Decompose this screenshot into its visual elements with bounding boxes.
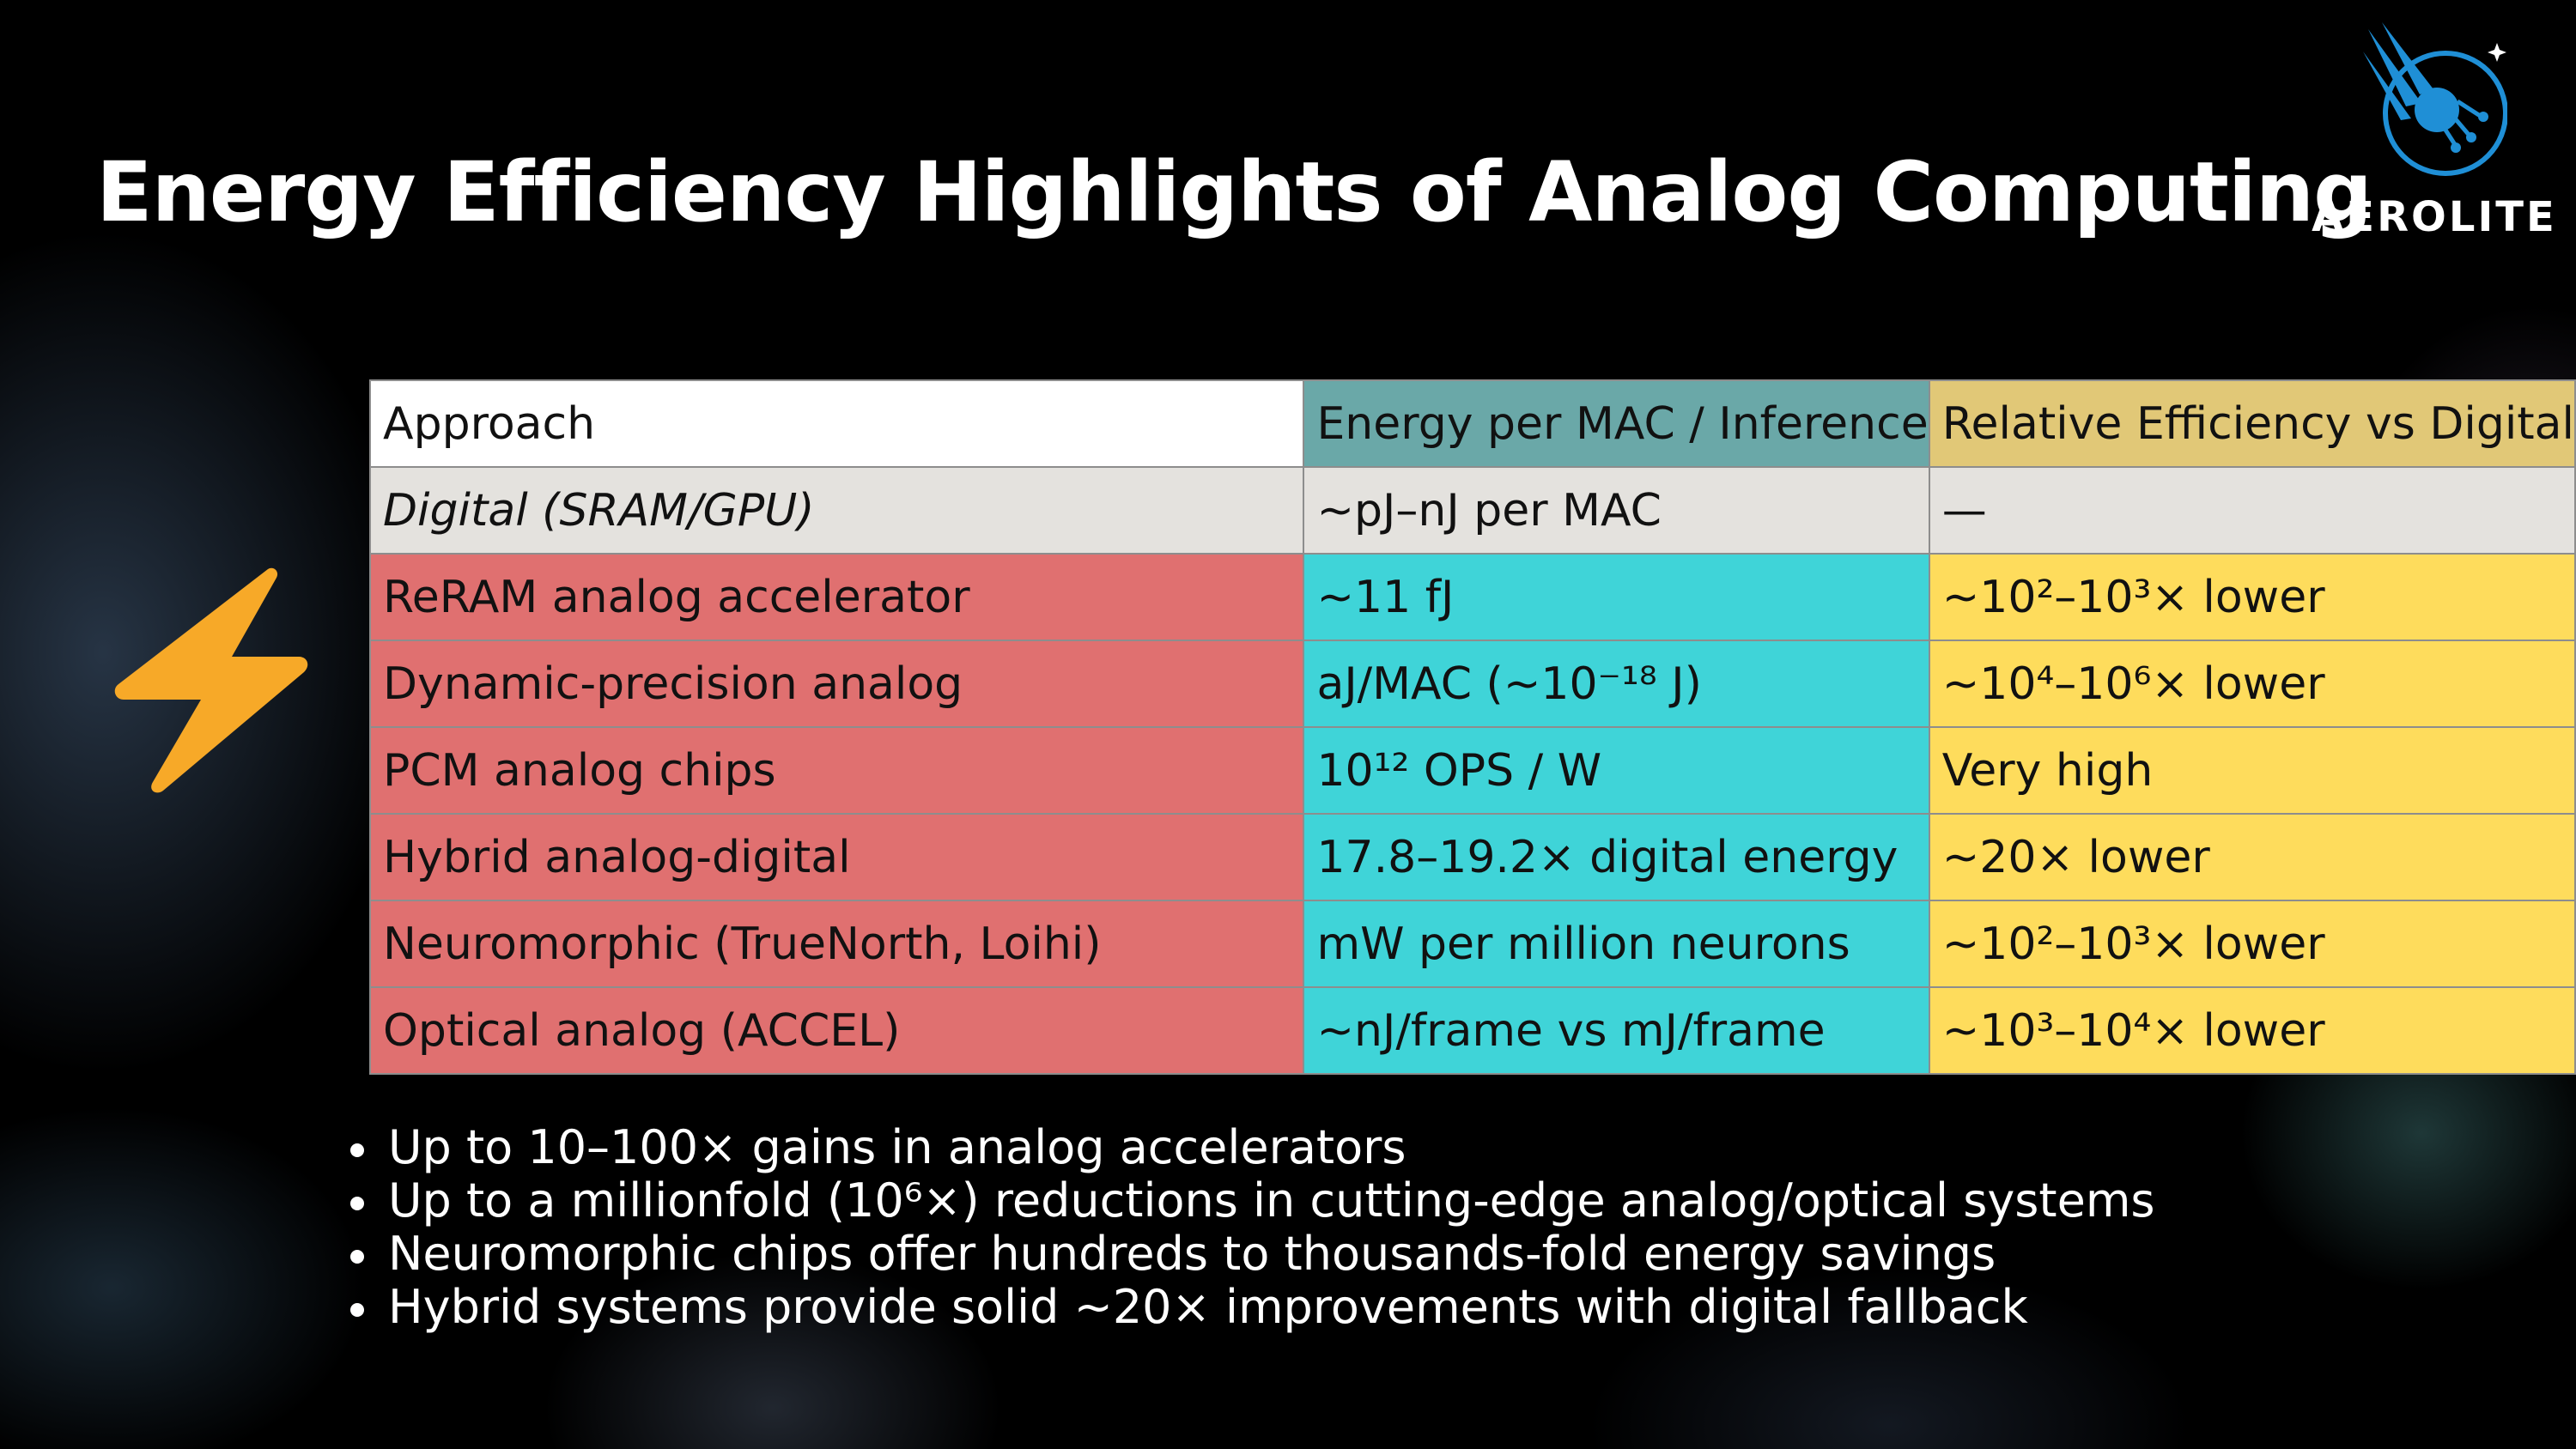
table-row: ReRAM analog accelerator~11 fJ~10²–10³× … <box>368 553 2576 641</box>
table-cell: ~20× lower <box>1928 813 2576 901</box>
table-cell: Dynamic-precision analog <box>368 640 1305 728</box>
table-cell: 17.8–19.2× digital energy <box>1303 813 1930 901</box>
table-cell: ~10²–10³× lower <box>1928 900 2576 988</box>
table-row: Digital (SRAM/GPU)~pJ–nJ per MAC— <box>368 466 2576 555</box>
bullet-list: Up to 10–100× gains in analog accelerato… <box>343 1121 2155 1334</box>
slide-title: Energy Efficiency Highlights of Analog C… <box>96 144 2372 240</box>
table-cell: Hybrid analog-digital <box>368 813 1305 901</box>
table-cell: ~10²–10³× lower <box>1928 553 2576 641</box>
table-header-cell: Energy per MAC / Inference <box>1303 379 1930 468</box>
table-header-cell: Relative Efficiency vs Digital <box>1928 379 2576 468</box>
bullet-item: Up to 10–100× gains in analog accelerato… <box>343 1121 2155 1174</box>
bullet-item: Up to a millionfold (10⁶×) reductions in… <box>343 1174 2155 1228</box>
table-cell: Neuromorphic (TrueNorth, Loihi) <box>368 900 1305 988</box>
table-cell: ~10⁴–10⁶× lower <box>1928 640 2576 728</box>
table-cell: PCM analog chips <box>368 726 1305 815</box>
table-cell: Optical analog (ACCEL) <box>368 986 1305 1075</box>
aerolite-logo: AEROLITE <box>2310 17 2559 241</box>
table-cell: — <box>1928 466 2576 555</box>
logo-text: AEROLITE <box>2312 193 2557 241</box>
bullet-item: Hybrid systems provide solid ~20× improv… <box>343 1281 2155 1334</box>
table-cell: Very high <box>1928 726 2576 815</box>
table-cell: mW per million neurons <box>1303 900 1930 988</box>
bullet-item: Neuromorphic chips offer hundreds to tho… <box>343 1228 2155 1281</box>
table-cell: Digital (SRAM/GPU) <box>368 466 1305 555</box>
comet-circuit-icon <box>2363 22 2507 176</box>
table-row: Optical analog (ACCEL)~nJ/frame vs mJ/fr… <box>368 986 2576 1075</box>
table-cell: ~11 fJ <box>1303 553 1930 641</box>
table-header-cell: Approach <box>368 379 1305 468</box>
table-cell: 10¹² OPS / W <box>1303 726 1930 815</box>
table-cell: ~10³–10⁴× lower <box>1928 986 2576 1075</box>
table-cell: aJ/MAC (~10⁻¹⁸ J) <box>1303 640 1930 728</box>
table-cell: ~nJ/frame vs mJ/frame <box>1303 986 1930 1075</box>
lightning-bolt-icon <box>114 567 308 793</box>
table-cell: ~pJ–nJ per MAC <box>1303 466 1930 555</box>
table-cell: ReRAM analog accelerator <box>368 553 1305 641</box>
table-row: Neuromorphic (TrueNorth, Loihi)mW per mi… <box>368 900 2576 988</box>
